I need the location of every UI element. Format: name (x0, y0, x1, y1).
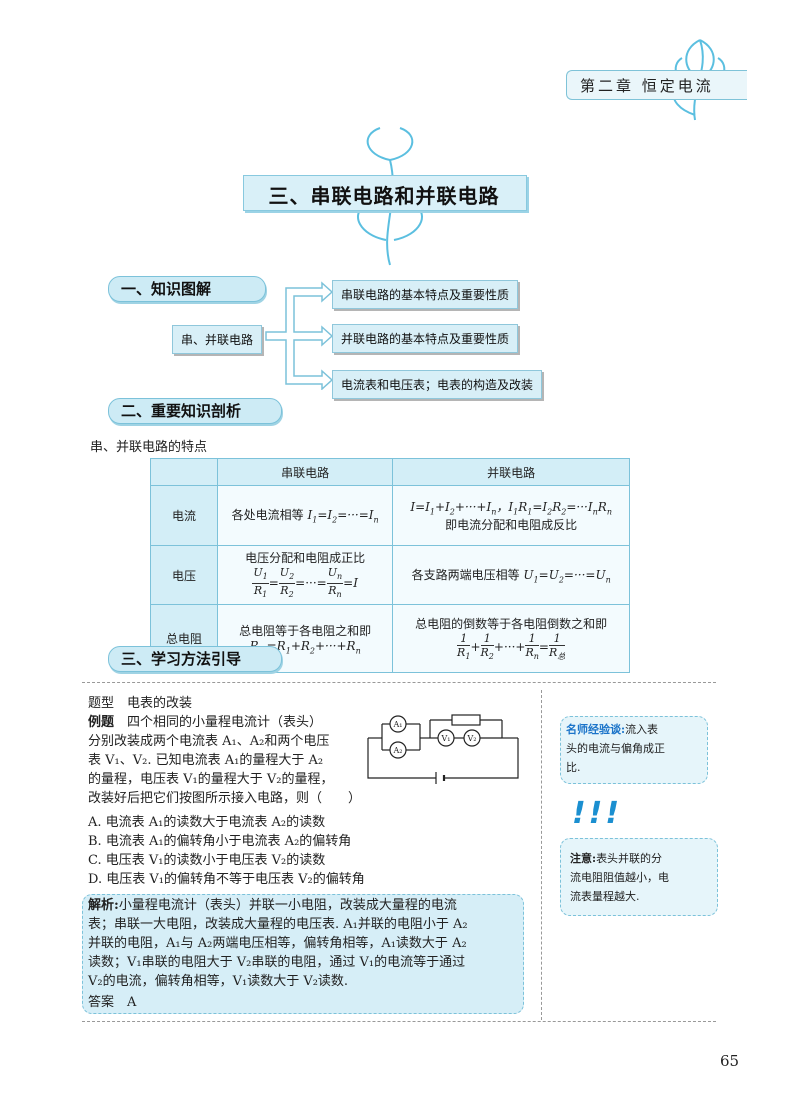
diagram-branch-meters: 电流表和电压表；电表的构造及改装 (332, 370, 543, 399)
tip-note-line-2: 流电阻阻值越小，电 (570, 871, 669, 884)
table-caption: 串、并联电路的特点 (90, 440, 208, 455)
tip-experience-line-2: 头的电流与偏角成正 (566, 742, 665, 755)
exclamation-icon: !!! (572, 796, 623, 831)
tip-box-note (560, 838, 718, 916)
tip-note-line-1: 注意:表头并联的分 (570, 852, 663, 865)
page-title: 三、串联电路和并联电路 (268, 184, 500, 208)
example-line-1: 例题 四个相同的小量程电流计（表头） (88, 715, 323, 730)
section1-heading: 一、知识图解 (108, 276, 266, 302)
formula-series-current: I1=I2=···=In (307, 508, 379, 525)
page-number: 65 (720, 1052, 740, 1070)
row-header-current: 电流 (150, 485, 218, 546)
answer: 答案 A (88, 995, 137, 1010)
formula-parallel-current: I=I1+I2+···+In，I1R1=I2R2=···InRn (410, 499, 612, 517)
analysis-line-2: 表；串联一大电阻，改装成大量程的电压表. A₁并联的电阻小于 A₂ (88, 917, 468, 932)
cell-parallel-voltage: 各支路两端电压相等 U1=U2=···=Un (392, 544, 630, 606)
tip-note-label: 注意: (570, 852, 597, 865)
analysis-line-1: 解析:小量程电流计（表头）并联一小电阻，改装成大量程的电流 (88, 898, 457, 913)
diagram-branch-series: 串联电路的基本特点及重要性质 (332, 280, 519, 309)
knowledge-diagram-arrows (265, 281, 334, 390)
svg-text:V₁: V₁ (441, 734, 451, 743)
option-b: B. 电流表 A₁的偏转角小于电流表 A₂的偏转角 (88, 834, 352, 849)
example-label: 例题 (88, 715, 115, 730)
title-box (243, 175, 527, 211)
svg-text:A₂: A₂ (393, 746, 403, 755)
chapter-title: 第二章 恒定电流 (580, 77, 714, 95)
tip-experience-label: 名师经验谈: (566, 723, 626, 736)
example-line-5: 改装好后把它们按图所示接入电路，则（ ） (88, 791, 362, 806)
tip-experience-line-1: 名师经验谈:流入表 (566, 723, 659, 736)
option-a: A. 电流表 A₁的读数大于电流表 A₂的读数 (88, 815, 326, 830)
question-topic: 题型 电表的改装 (88, 696, 193, 711)
analysis-label: 解析: (88, 898, 119, 913)
circuit-diagram: A₁ A₂ V₁ V₂ (367, 714, 519, 784)
circuit-properties-table: 串联电路 并联电路 电流 各处电流相等 I1=I2=···=In I=I1+I2… (150, 458, 630, 674)
row-header-voltage: 电压 (150, 544, 218, 606)
formula-parallel-voltage: U1=U2=···=Un (523, 567, 611, 585)
diagram-branch-parallel: 并联电路的基本特点及重要性质 (332, 324, 519, 353)
option-d: D. 电压表 V₁的偏转角不等于电压表 V₂的偏转角 (88, 872, 365, 887)
table-corner (150, 458, 218, 486)
example-line-4: 的量程，电压表 V₁的量程大于 V₂的量程， (88, 772, 334, 787)
example-line-3: 表 V₁、V₂. 已知电流表 A₁的量程大于 A₂ (88, 753, 324, 768)
method-area (82, 682, 716, 1022)
method-divider (541, 690, 542, 1020)
cell-series-current: 各处电流相等 I1=I2=···=In (216, 485, 394, 546)
tip-box-experience (560, 716, 708, 784)
column-header-parallel: 并联电路 (392, 458, 630, 486)
chapter-bar (566, 70, 747, 100)
column-header-series: 串联电路 (216, 458, 394, 486)
section3-heading: 三、学习方法引导 (108, 646, 282, 672)
svg-text:A₁: A₁ (393, 720, 403, 729)
tip-experience-line-3: 比. (566, 761, 581, 774)
diagram-root: 串、并联电路 (172, 325, 263, 354)
example-line-2: 分别改装成两个电流表 A₁、A₂和两个电压 (88, 734, 330, 749)
analysis-line-5: V₂的电流，偏转角相等，V₁读数大于 V₂读数. (88, 974, 349, 989)
analysis-line-4: 读数；V₁串联的电阻大于 V₂串联的电阻，通过 V₁的电流等于通过 (88, 955, 466, 970)
analysis-box (82, 894, 524, 1014)
svg-text:V₂: V₂ (467, 734, 477, 743)
tip-note-line-3: 流表量程越大. (570, 890, 640, 903)
cell-parallel-current: I=I1+I2+···+In，I1R1=I2R2=···InRn 即电流分配和电… (392, 485, 630, 546)
analysis-line-3: 并联的电阻，A₁与 A₂两端电压相等，偏转角相等，A₁读数大于 A₂ (88, 936, 467, 951)
option-c: C. 电压表 V₁的读数小于电压表 V₂的读数 (88, 853, 326, 868)
section2-heading: 二、重要知识剖析 (108, 398, 282, 424)
cell-series-resistance: 总电阻等于各电阻之和即 R总=R1+R2+···+Rn (216, 604, 394, 674)
